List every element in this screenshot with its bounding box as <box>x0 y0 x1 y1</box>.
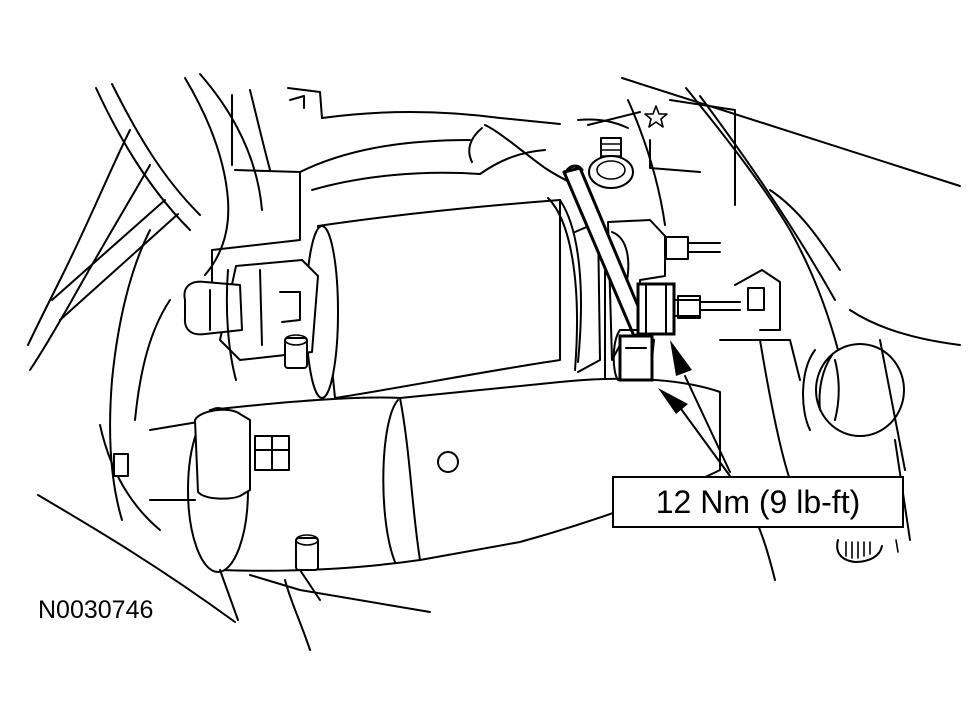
engine-block-contours <box>27 73 323 623</box>
torque-callout-box: 12 Nm (9 lb-ft) <box>612 476 904 528</box>
terminal-nut <box>636 282 701 336</box>
figure-id-label: N0030746 <box>38 596 154 624</box>
motor-body <box>113 377 721 651</box>
callout-leaders <box>658 340 731 477</box>
battery-cable-strap <box>562 164 655 382</box>
drive-end-housing <box>183 259 319 381</box>
torque-callout-text: 12 Nm (9 lb-ft) <box>655 483 861 520</box>
right-structure <box>577 77 961 581</box>
